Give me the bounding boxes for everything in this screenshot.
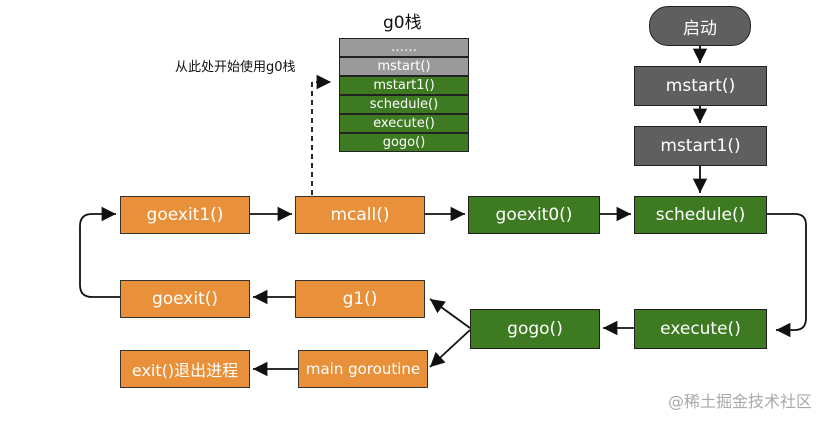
stack-item-execute: execute() [339,114,469,133]
g1-node: g1() [295,280,425,318]
stack-item-schedule: schedule() [339,95,469,114]
goexit1-node: goexit1() [120,196,250,234]
mstart-node: mstart() [634,66,767,106]
watermark: @稀土掘金技术社区 [668,392,813,411]
gogo-node: gogo() [470,309,600,349]
stack-title: g0栈 [383,13,422,33]
schedule-node: schedule() [634,196,767,234]
mstart1-node: mstart1() [634,126,767,166]
main-goroutine-node: main goroutine [298,350,428,388]
arrow-goexit-to-goexit1 [79,206,120,298]
goexit0-node: goexit0() [468,196,600,234]
goexit-node: goexit() [120,280,250,318]
stack-item-mstart: mstart() [339,57,469,76]
execute-node: execute() [634,309,767,349]
stack-item-mstart1: mstart1() [339,76,469,95]
arrow-schedule-to-execute [767,213,807,338]
dashed-arrow-mcall-to-stack [311,74,331,195]
stack-note: 从此处开始使用g0栈 [175,60,296,75]
mcall-node: mcall() [295,196,425,234]
stack-item-gogo: gogo() [339,133,469,152]
exit-node: exit()退出进程 [120,350,250,388]
stack-item-ellipsis: …… [339,38,469,57]
start-node: 启动 [649,6,751,46]
arrow-gogo-to-g1 [429,298,471,329]
arrow-gogo-to-main-goroutine [429,329,471,368]
